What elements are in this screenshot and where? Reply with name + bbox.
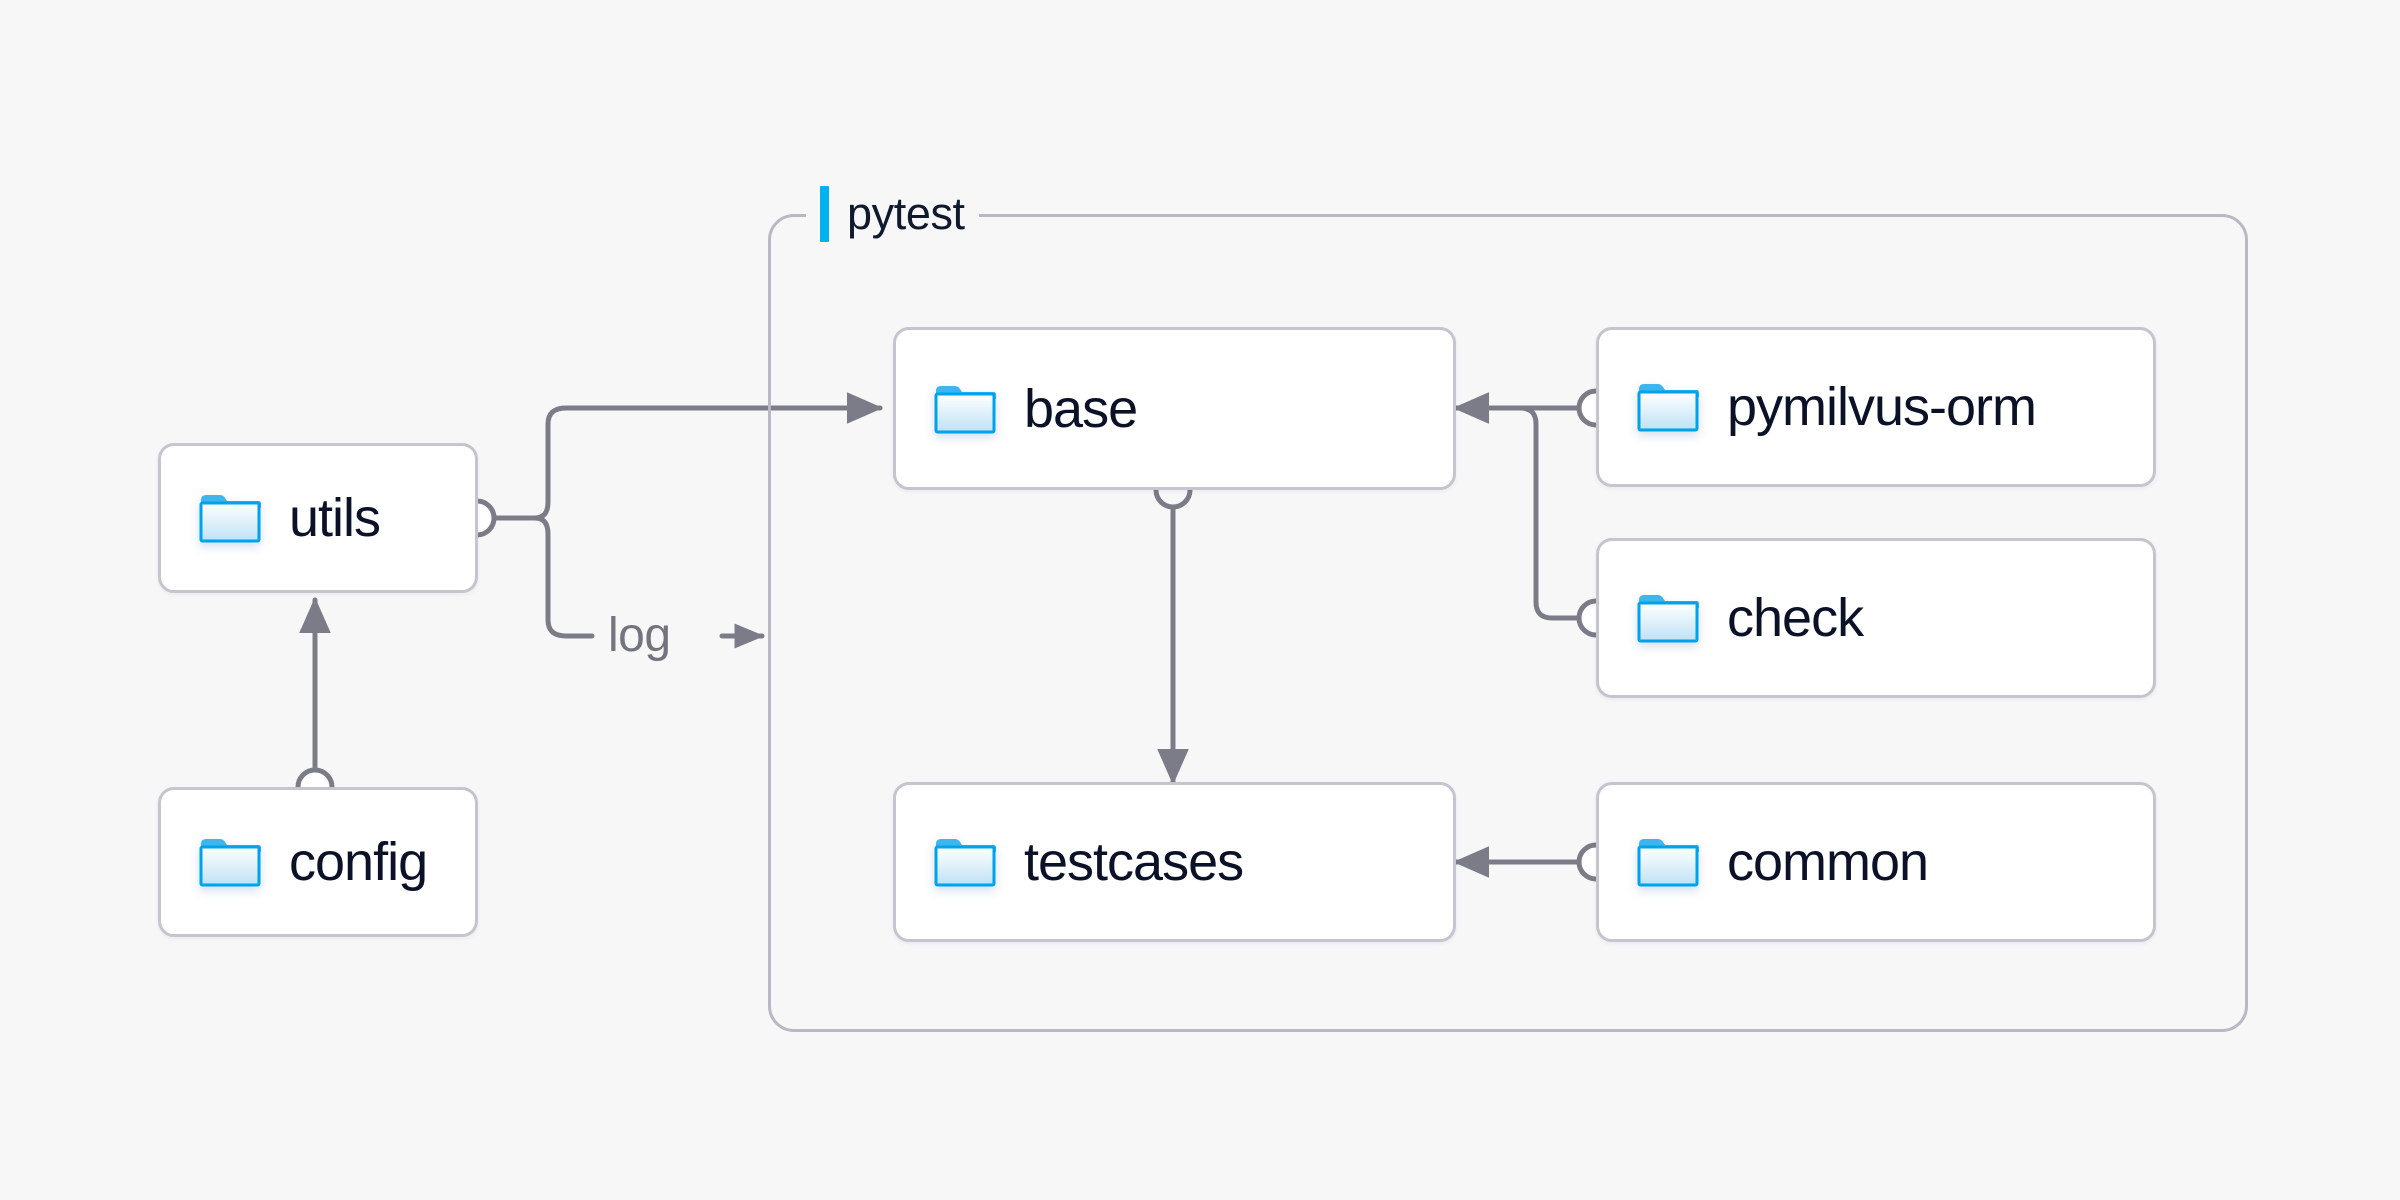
accent-bar-icon — [820, 186, 829, 242]
group-container-pytest[interactable] — [768, 214, 2248, 1032]
node-label: base — [1024, 378, 1138, 439]
folder-icon — [934, 836, 996, 888]
node-label: config — [289, 832, 428, 892]
node-check[interactable]: check — [1596, 538, 2156, 698]
folder-icon — [1637, 836, 1699, 888]
node-base[interactable]: base — [893, 327, 1456, 490]
node-testcases[interactable]: testcases — [893, 782, 1456, 942]
node-label: utils — [289, 488, 381, 548]
node-label: common — [1727, 832, 1929, 892]
node-label: pymilvus-orm — [1727, 377, 2037, 437]
folder-icon — [934, 383, 996, 435]
node-common[interactable]: common — [1596, 782, 2156, 942]
edge-utils-to-log — [532, 515, 595, 639]
node-label: check — [1727, 588, 1864, 648]
node-config[interactable]: config — [158, 787, 478, 937]
folder-icon — [1637, 381, 1699, 433]
node-pymilvus-orm[interactable]: pymilvus-orm — [1596, 327, 2156, 487]
group-label-pytest: pytest — [806, 182, 979, 246]
folder-icon — [199, 492, 261, 544]
edge-label-log: log — [600, 612, 679, 660]
folder-icon — [199, 836, 261, 888]
node-label: testcases — [1024, 832, 1244, 892]
group-title: pytest — [847, 188, 965, 239]
node-utils[interactable]: utils — [158, 443, 478, 593]
folder-icon — [1637, 592, 1699, 644]
